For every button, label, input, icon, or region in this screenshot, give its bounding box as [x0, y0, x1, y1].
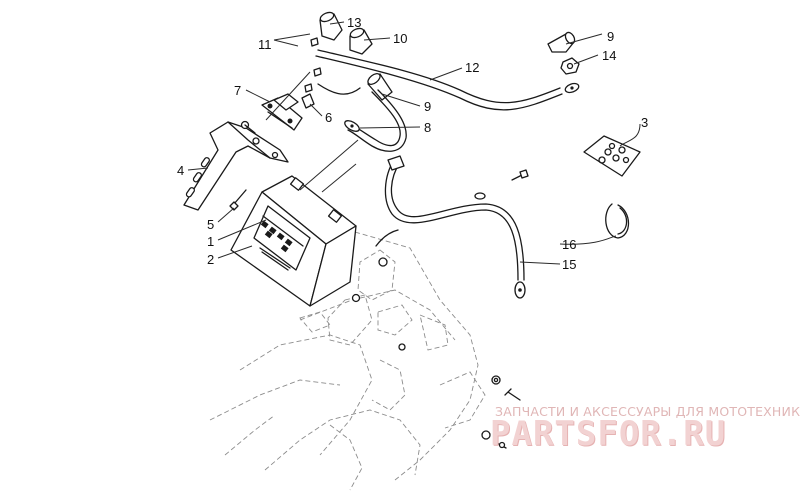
cable-15 — [375, 155, 526, 299]
child-icon — [264, 230, 273, 239]
terminal-boot-13 — [319, 11, 343, 41]
hardware-pack — [583, 135, 641, 177]
frame-fasteners — [351, 257, 521, 449]
callout-8: 8 — [424, 120, 431, 135]
callout-12: 12 — [465, 60, 479, 75]
terminal-boot-9-top — [547, 31, 576, 53]
cable-8 — [317, 83, 407, 152]
manual-icon — [280, 244, 289, 253]
callout-3: 3 — [641, 115, 648, 130]
terminal-boot-9-middle — [367, 73, 393, 101]
callout-13: 13 — [347, 15, 361, 30]
retaining-ring — [605, 203, 630, 239]
battery — [230, 175, 357, 307]
callout-2: 2 — [207, 252, 214, 267]
callout-7: 7 — [234, 83, 241, 98]
battery-bracket — [183, 121, 289, 211]
fuse-holder — [261, 93, 303, 131]
callout-11: 11 — [258, 37, 272, 52]
eye-protection-icon — [284, 238, 293, 247]
watermark-logo: PARTSFOR.RU — [490, 414, 727, 454]
callout-9-middle: 9 — [424, 99, 431, 114]
callout-numbers: 13 11 10 9 14 12 7 9 6 3 8 4 5 1 16 2 15 — [177, 15, 648, 272]
callout-6: 6 — [325, 110, 332, 125]
acid-icon — [268, 226, 277, 235]
ground-bolt — [474, 169, 529, 200]
callout-9-top: 9 — [607, 29, 614, 44]
cable-12 — [315, 49, 580, 111]
callout-14: 14 — [602, 48, 616, 63]
small-bolts — [304, 37, 322, 93]
watermark-caption: ЗАПЧАСТИ И АКСЕССУАРЫ ДЛЯ МОТОТЕХНИКИ — [495, 404, 800, 419]
callout-4: 4 — [177, 163, 184, 178]
bracket-bolt — [229, 189, 247, 211]
callout-10: 10 — [393, 31, 407, 46]
terminal-nut-14 — [560, 57, 580, 75]
terminal-boot-10 — [349, 27, 373, 55]
battery-warning-label — [253, 205, 311, 271]
bracket-top-bolt — [240, 120, 256, 134]
leader-lines — [187, 21, 641, 265]
no-flame-icon — [276, 232, 285, 241]
callout-16: 16 — [562, 237, 576, 252]
callout-15: 15 — [562, 257, 576, 272]
callout-5: 5 — [207, 217, 214, 232]
warning-icon — [260, 220, 269, 229]
chassis-frame — [209, 231, 486, 491]
callout-1: 1 — [207, 234, 214, 249]
